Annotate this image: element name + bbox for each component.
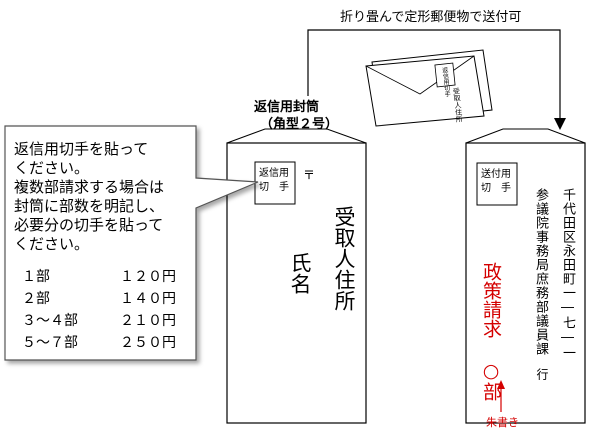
price-row: ２部 １４０円 (22, 288, 176, 310)
price-qty: ５～７部 (22, 335, 78, 351)
return-stamp-box (254, 161, 296, 205)
callout-line: ください。 (14, 235, 90, 253)
price-row: ３～４部 ２１０円 (22, 310, 176, 332)
callout-line: 複数部請求する場合は (14, 178, 165, 196)
recipient-address-label: 受取人住所 (332, 206, 356, 311)
recipient-name-label: 氏名 (288, 252, 312, 294)
folded-envelope (365, 49, 493, 127)
price-amount: ２１０円 (120, 313, 176, 329)
destination-address: 千代田区永田町一―七―一 (560, 188, 575, 360)
outgoing-stamp-label-2: 切 手 (481, 183, 511, 194)
callout-line: ください。 (14, 159, 90, 177)
return-envelope (226, 128, 367, 424)
destination-department: 参議院事務局庶務部議員課 (533, 188, 548, 356)
return-stamp-label-1: 返信用 (259, 168, 289, 179)
flow-arrowhead (554, 118, 566, 130)
outgoing-stamp-box (476, 162, 518, 206)
callout-bubble (4, 125, 259, 361)
price-row: １部 １２０円 (22, 266, 176, 288)
return-stamp-label-2: 切 手 (259, 182, 289, 193)
return-envelope-title: 返信用封筒 (254, 100, 320, 115)
policy-request-text: 政策請求 ○部 (480, 262, 502, 401)
return-envelope-size: （角型２号） (260, 117, 339, 132)
addressee-suffix: 行 (535, 368, 549, 380)
flow-line (307, 29, 561, 122)
callout-text: 返信用切手を貼って ください。 複数部請求する場合は 封筒に部数を明記し、 必要… (14, 140, 164, 254)
price-amount: １４０円 (120, 291, 176, 307)
callout-line: 封筒に部数を明記し、 (14, 197, 165, 215)
price-row: ５～７部 ２５０円 (22, 332, 176, 354)
price-qty: ２部 (22, 291, 50, 307)
price-amount: １２０円 (120, 269, 176, 285)
postal-mark: 〒 (303, 168, 316, 182)
outgoing-stamp-label-1: 送付用 (481, 169, 511, 180)
outgoing-envelope (465, 128, 586, 424)
price-qty: １部 (22, 269, 50, 285)
red-ink-note: 朱書き (486, 416, 519, 429)
callout-line: 返信用切手を貼って (14, 140, 149, 158)
red-arrowhead (497, 380, 505, 389)
callout-line: 必要分の切手を貼って (14, 216, 164, 234)
price-amount: ２５０円 (120, 335, 176, 351)
price-qty: ３～４部 (22, 313, 78, 329)
top-note: 折り畳んで定形郵便物で送付可 (340, 10, 522, 25)
postage-price-table: １部 １２０円 ２部 １４０円 ３～４部 ２１０円 ５～７部 ２５０円 (22, 266, 176, 354)
